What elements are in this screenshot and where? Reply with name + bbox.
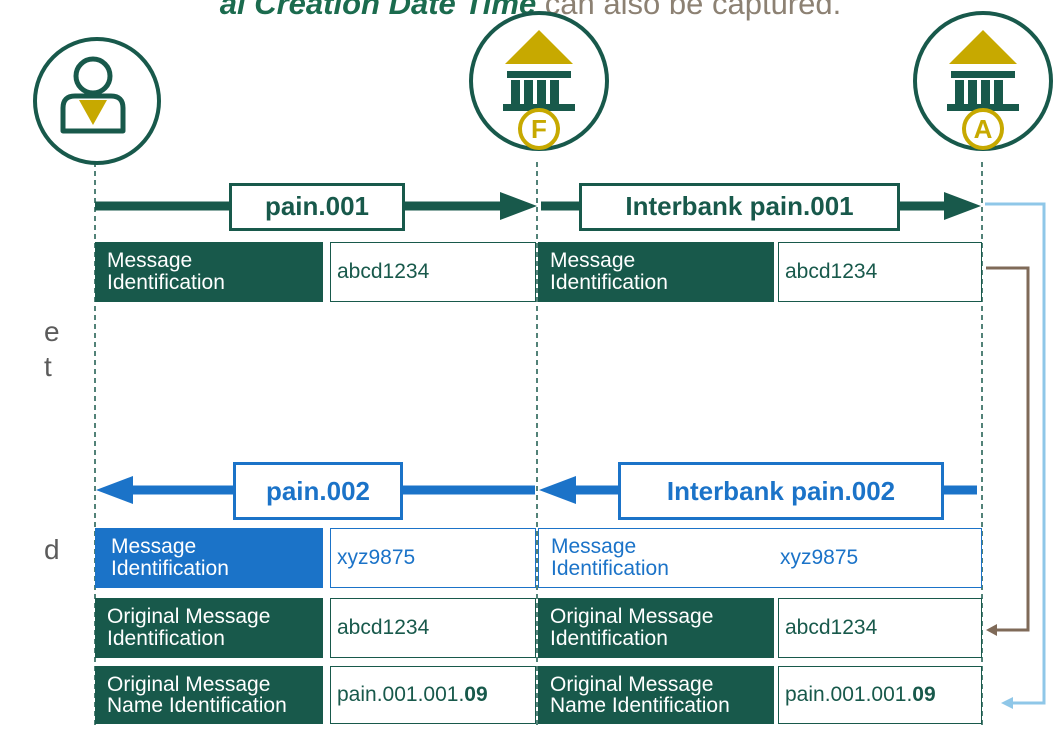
pain002-msg-id-value: xyz9875 [330, 528, 536, 588]
interbank-pain002-orig-msg-name-label: Original Message Name Identification [538, 666, 774, 724]
interbank-pain001-label: Interbank pain.001 [579, 183, 900, 231]
pain002-orig-msg-id-label: Original Message Identification [95, 598, 323, 658]
pain002-label: pain.002 [233, 462, 403, 520]
person-icon [33, 37, 161, 165]
header-rest: can also be captured. [536, 0, 842, 21]
pain002-orig-msg-id-value: abcd1234 [330, 598, 536, 658]
side-letter: d [44, 534, 60, 565]
arrow-interbank-pain002-head [539, 476, 576, 504]
side-letter: t [44, 351, 52, 382]
interbank-pain002-msg-id-value: xyz9875 [774, 528, 982, 588]
pain002-orig-msg-name-label: Original Message Name Identification [95, 666, 323, 724]
pain002-orig-msg-name-value: pain.001.001.09 [330, 666, 536, 724]
interbank-pain002-orig-msg-name-version: 09 [912, 683, 936, 706]
interbank-pain001-msg-id-label: Message Identification [538, 242, 774, 302]
pain002-msg-id-label: Message Identification [95, 528, 323, 588]
connector-lightblue [985, 202, 1046, 705]
connector-brown [986, 266, 1030, 632]
interbank-pain002-msg-id-label: Message Identification [538, 528, 774, 588]
interbank-pain001-msg-id-value: abcd1234 [778, 242, 982, 302]
header-text: al Creation Date Time can also be captur… [0, 0, 1061, 24]
arrow-pain001-head [500, 192, 537, 220]
pain001-msg-id-label: Message Identification [95, 242, 323, 302]
header-emphasis: al Creation Date Time [219, 0, 537, 21]
pain002-orig-msg-name-version: 09 [464, 683, 488, 706]
interbank-pain002-orig-msg-name-value: pain.001.001.09 [778, 666, 982, 724]
pain001-msg-id-value: abcd1234 [330, 242, 536, 302]
interbank-pain002-orig-msg-id-value: abcd1234 [778, 598, 982, 658]
bank-badge-second-agent: A [973, 114, 993, 144]
bank-icon-first-agent [469, 11, 609, 151]
interbank-pain002-orig-msg-name-prefix: pain.001.001. [785, 683, 913, 706]
arrow-pain002-head [96, 476, 133, 504]
side-letter: e [44, 316, 60, 347]
pain001-label: pain.001 [229, 183, 405, 231]
arrow-interbank-pain001-head [944, 192, 981, 220]
pain002-orig-msg-name-prefix: pain.001.001. [337, 683, 465, 706]
bank-badge-first-agent: F [531, 114, 547, 144]
interbank-pain002-label: Interbank pain.002 [618, 462, 944, 520]
bank-icon-second-agent [913, 11, 1053, 151]
interbank-pain002-orig-msg-id-label: Original Message Identification [538, 598, 774, 658]
